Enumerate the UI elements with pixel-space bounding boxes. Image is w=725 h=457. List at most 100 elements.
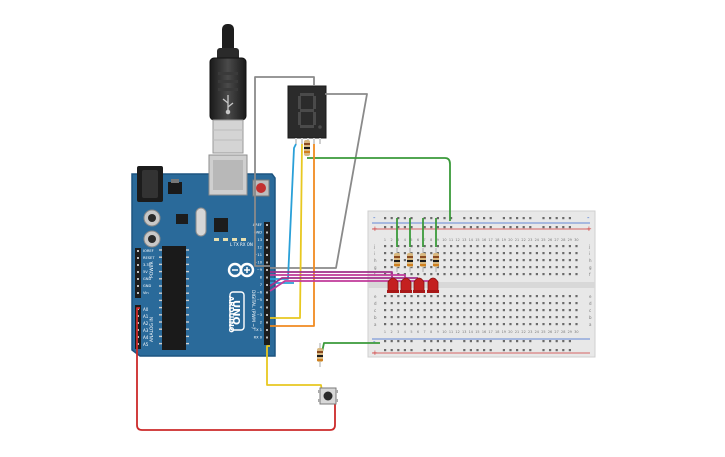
column-number: 4 <box>404 330 406 334</box>
seven-segment-display[interactable]: 8 <box>287 85 327 144</box>
analog-pin-label: A0 <box>143 307 149 312</box>
column-number: 23 <box>528 238 532 242</box>
header-pin-label: 8 <box>260 276 263 280</box>
header-pin-label: 13 <box>257 238 262 242</box>
led-red[interactable] <box>427 277 439 293</box>
column-number: 6 <box>417 238 419 242</box>
power-pin-label: 3.3V <box>143 263 152 267</box>
column-number: 21 <box>515 238 519 242</box>
column-number: 7 <box>424 330 426 334</box>
rail-plus-label: + <box>586 225 592 233</box>
row-letter: g <box>589 265 592 270</box>
column-number: 5 <box>410 330 412 334</box>
row-letter: a <box>374 322 377 327</box>
power-pin-label: RESET <box>143 256 155 260</box>
wire-yellow-1 <box>270 143 303 319</box>
led-red[interactable] <box>400 277 412 293</box>
column-number: 10 <box>442 238 446 242</box>
rail-minus-label: - <box>587 214 590 222</box>
power-pin-label: GND <box>143 277 151 281</box>
column-number: 24 <box>535 238 539 242</box>
header-pin-label: ~5 <box>257 298 262 302</box>
resistors[interactable] <box>304 140 439 367</box>
column-number: 25 <box>541 330 545 334</box>
segment-digit <box>298 93 322 129</box>
header-pin-label: 4 <box>260 306 263 310</box>
wire-gray-1 <box>254 76 315 267</box>
analog-pin-label: A3 <box>143 328 149 333</box>
column-number: 17 <box>488 238 492 242</box>
wire-orange <box>270 144 315 327</box>
model-label: UNO <box>230 300 241 325</box>
column-number: 28 <box>561 330 565 334</box>
reset-button-cap[interactable] <box>256 183 266 193</box>
resistor-button[interactable] <box>317 343 323 367</box>
wire-purple-4 <box>269 280 432 292</box>
row-letter: h <box>374 258 377 263</box>
wires <box>136 76 451 431</box>
column-number: 22 <box>521 330 525 334</box>
usb-chip <box>214 218 228 232</box>
crystal <box>195 207 207 237</box>
column-number: 26 <box>548 238 552 242</box>
wire-green-to-rail <box>307 157 451 221</box>
resistor-led[interactable] <box>394 248 400 272</box>
row-letter: c <box>374 308 376 313</box>
column-number: 19 <box>502 238 506 242</box>
row-letter: d <box>374 301 377 306</box>
column-number: 29 <box>568 238 572 242</box>
wire-yellow-2 <box>266 345 323 393</box>
column-number: 3 <box>397 330 399 334</box>
analog-pin-label: A4 <box>143 335 149 340</box>
column-number: 7 <box>424 238 426 242</box>
column-number: 1 <box>384 238 386 242</box>
rail-plus-label: + <box>372 349 378 357</box>
row-letter: d <box>589 301 592 306</box>
resistor-led[interactable] <box>407 248 413 272</box>
column-number: 21 <box>515 330 519 334</box>
brand-label: ARDUINO <box>227 296 235 333</box>
column-number: 29 <box>568 330 572 334</box>
column-number: 23 <box>528 330 532 334</box>
rail-plus-label: + <box>372 225 378 233</box>
analog-pin-label: A5 <box>143 342 149 347</box>
header-pin-label: GND <box>254 231 262 235</box>
red-leds[interactable] <box>387 277 439 293</box>
atmega-chip <box>162 246 186 350</box>
column-number: 2 <box>391 330 393 334</box>
rail-minus-label: - <box>373 338 376 346</box>
wire-gray-2 <box>270 93 368 269</box>
resistor-display[interactable] <box>304 140 310 156</box>
arduino-uno[interactable]: L TX RX ON ARDUINO UNO DIGITAL (PWM ~) P… <box>131 154 276 357</box>
led-red[interactable] <box>413 277 425 293</box>
resistor-led[interactable] <box>433 248 439 272</box>
analog-pin-label: A2 <box>143 321 149 326</box>
column-number: 18 <box>495 238 499 242</box>
pushbutton-cap[interactable] <box>323 391 333 401</box>
power-pin-label: Vin <box>143 291 149 295</box>
resistor-led[interactable] <box>420 248 426 272</box>
row-letter: j <box>373 244 375 249</box>
wire-red <box>136 307 336 431</box>
column-number: 9 <box>437 238 439 242</box>
digital-label: DIGITAL (PWM ~) <box>250 290 256 329</box>
column-number: 12 <box>455 238 459 242</box>
status-leds <box>214 238 246 241</box>
column-number: 24 <box>535 330 539 334</box>
led-red[interactable] <box>387 277 399 293</box>
pushbutton[interactable] <box>318 387 338 405</box>
column-number: 25 <box>541 238 545 242</box>
column-number: 20 <box>508 238 512 242</box>
column-number: 22 <box>521 238 525 242</box>
column-number: 27 <box>554 330 558 334</box>
column-number: 2 <box>391 238 393 242</box>
analog-header <box>135 305 141 349</box>
row-letter: c <box>589 308 591 313</box>
column-number: 30 <box>574 330 578 334</box>
header-pin-label: ~10 <box>254 261 262 265</box>
row-letter: g <box>374 265 377 270</box>
column-number: 20 <box>508 330 512 334</box>
row-letter: f <box>589 272 591 277</box>
column-number: 15 <box>475 238 479 242</box>
